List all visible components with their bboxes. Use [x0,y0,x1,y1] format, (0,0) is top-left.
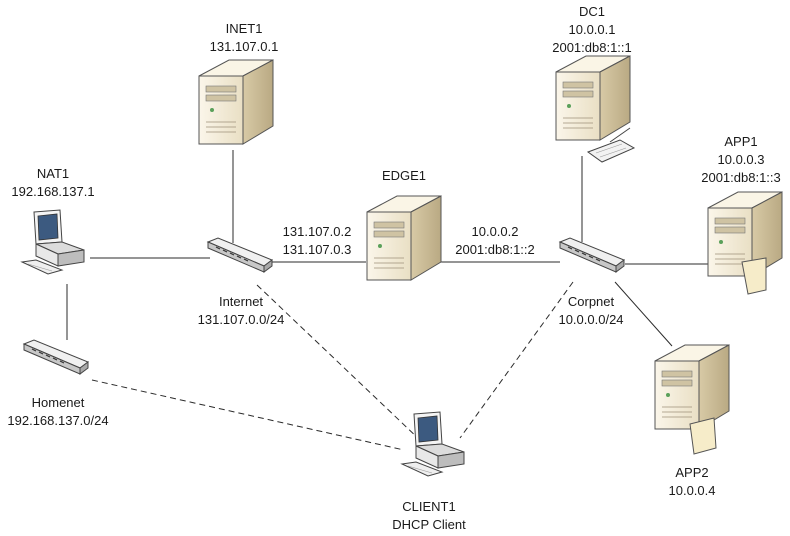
link-homenet-client1 [91,379,405,451]
edge1-ext-ip1: 131.107.0.2 [282,224,352,239]
nat1-label: NAT1 192.168.137.1 [11,165,94,201]
edge1-server-icon [366,195,442,281]
app2-name: APP2 [675,465,709,480]
corpnet-name: Corpnet [567,294,615,309]
internet-switch-icon [207,237,273,273]
dc1-ipv4: 10.0.0.1 [568,22,616,37]
homenet-name: Homenet [31,395,85,410]
homenet-label: Homenet 192.168.137.0/24 [7,394,108,430]
inet1-server-icon [198,59,274,145]
corpnet-label: Corpnet 10.0.0.0/24 [558,293,623,329]
inet1-name: INET1 [225,21,263,36]
app2-label: APP2 10.0.0.4 [669,464,716,500]
nat1-name: NAT1 [36,166,70,181]
dc1-name: DC1 [578,4,605,19]
edge1-int-ipv6: 2001:db8:1::2 [455,242,535,257]
app2-server-icon [654,344,730,430]
internet-subnet: 131.107.0.0/24 [197,312,285,327]
inet1-ip: 131.107.0.1 [209,39,279,54]
edge1-external-ips: 131.107.0.2 131.107.0.3 [283,223,352,259]
edge1-ext-ip2: 131.107.0.3 [282,242,352,257]
dc1-keyboard-icon [586,127,636,163]
app1-document-icon [741,257,767,295]
link-corpnet-client1 [459,281,574,439]
internet-name: Internet [218,294,264,309]
nat1-pc-icon [21,209,85,275]
edge1-int-ipv4: 10.0.0.2 [471,224,519,239]
homenet-switch-icon [23,339,89,375]
link-corpnet-app2 [614,281,673,347]
app1-label: APP1 10.0.0.3 2001:db8:1::3 [701,133,781,187]
corpnet-switch-icon [559,237,625,273]
app2-ip: 10.0.0.4 [668,483,716,498]
internet-label: Internet 131.107.0.0/24 [198,293,285,329]
dc1-server-icon [555,55,631,141]
client1-role: DHCP Client [392,517,466,532]
dc1-label: DC1 10.0.0.1 2001:db8:1::1 [552,3,632,57]
client1-name: CLIENT1 [402,499,456,514]
links [66,150,712,451]
client1-label: CLIENT1 DHCP Client [392,498,465,534]
edge1-label: EDGE1 [382,167,426,185]
link-internet-client1 [256,284,421,441]
edge1-name: EDGE1 [381,168,427,183]
app1-ipv4: 10.0.0.3 [717,152,765,167]
client1-pc-icon [401,411,465,477]
inet1-label: INET1 131.107.0.1 [210,20,279,56]
edge1-internal-ips: 10.0.0.2 2001:db8:1::2 [455,223,535,259]
homenet-subnet: 192.168.137.0/24 [7,413,109,428]
app1-ipv6: 2001:db8:1::3 [701,170,781,185]
app1-name: APP1 [724,134,758,149]
nat1-ip: 192.168.137.1 [11,184,95,199]
app2-document-icon [689,417,717,455]
corpnet-subnet: 10.0.0.0/24 [558,312,624,327]
dc1-ipv6: 2001:db8:1::1 [552,40,632,55]
